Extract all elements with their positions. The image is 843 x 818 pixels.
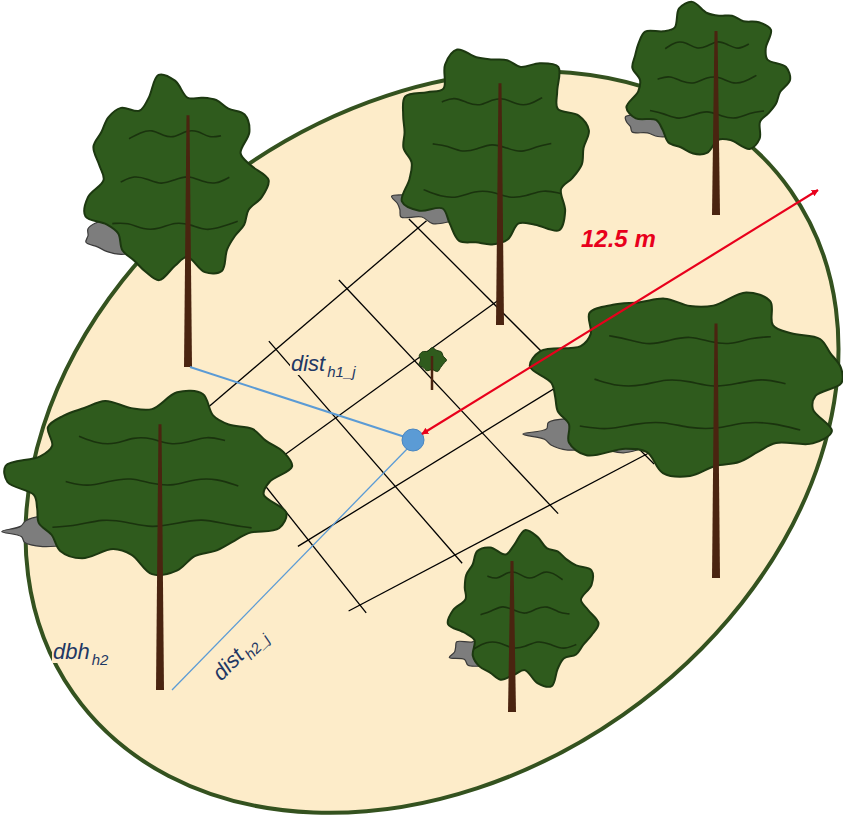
pine-tree [2, 391, 292, 690]
grid-line [339, 280, 558, 514]
diameter-symbol: dbh [52, 640, 91, 663]
pine-tree [392, 49, 589, 325]
crown-texture [442, 98, 542, 105]
seedling [419, 348, 446, 390]
pine-tree [84, 74, 268, 367]
tree-crown [84, 74, 268, 280]
grid-line [269, 341, 462, 563]
tree-trunk [712, 31, 720, 215]
tree-trunk [496, 83, 504, 325]
tree-trunk [508, 561, 516, 712]
crown-texture [658, 75, 757, 83]
tree-crown [626, 2, 790, 155]
tree-trunk [712, 324, 720, 579]
crown-texture [481, 607, 570, 615]
crown-texture [665, 42, 749, 49]
diameter-subscript: h2 [91, 652, 110, 668]
crown-texture [129, 131, 221, 139]
distance-subscript: h1_j [326, 364, 356, 380]
tree-trunk [184, 115, 192, 367]
crown-texture [609, 336, 771, 344]
radius-arrow [422, 190, 818, 434]
crown-texture [79, 436, 225, 443]
crown-texture [424, 190, 561, 198]
crown-texture [112, 221, 237, 229]
distance-symbol: dist [290, 352, 326, 375]
crown-texture [433, 143, 552, 151]
tree-crown [402, 49, 589, 244]
tree-crown [530, 292, 843, 476]
pine-tree [523, 292, 843, 578]
pine-tree [448, 530, 599, 712]
crown-texture [487, 572, 562, 580]
crown-texture [121, 177, 230, 183]
distance-line [172, 448, 408, 690]
pine-tree [625, 2, 790, 215]
crown-texture [650, 110, 764, 118]
crown-texture [474, 642, 577, 649]
grid-line [298, 373, 580, 547]
tree-crown [448, 530, 599, 687]
plot-center [402, 429, 424, 451]
tree-trunk [156, 424, 164, 690]
tree-crown [4, 391, 292, 575]
crown-texture [594, 379, 785, 386]
crown-texture [52, 520, 251, 528]
distance-line [190, 367, 405, 437]
crown-texture [66, 479, 239, 486]
grid-line [196, 221, 426, 418]
crown-texture [580, 422, 800, 430]
seedling-trunk [431, 356, 434, 390]
radius-label: 12.5 m [580, 226, 657, 251]
